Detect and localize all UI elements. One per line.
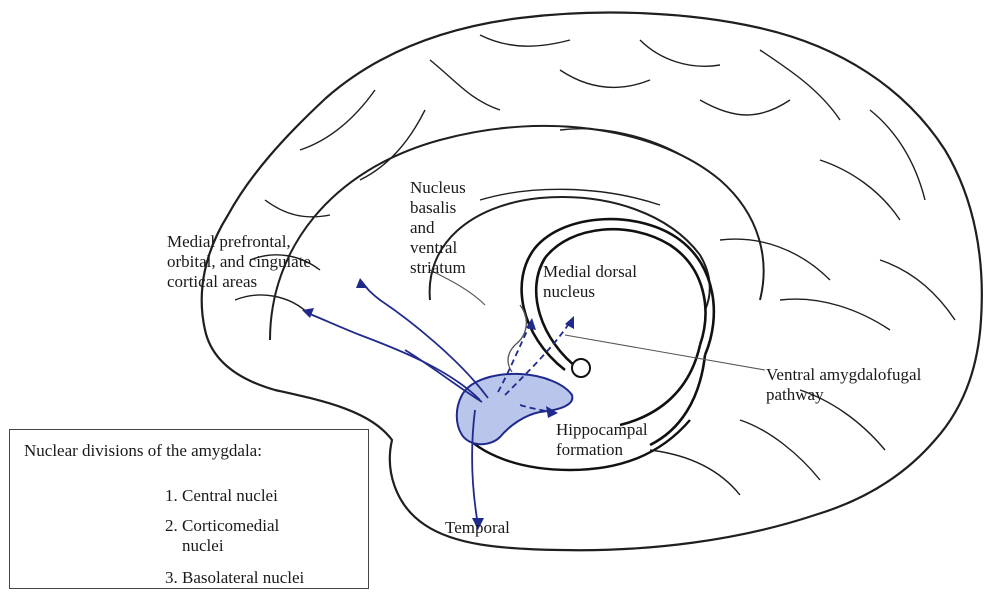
legend-box: Nuclear divisions of the amygdala: 1. Ce… <box>9 429 369 589</box>
legend-title: Nuclear divisions of the amygdala: <box>24 441 262 461</box>
label-prefrontal: Medial prefrontal, orbital, and cingulat… <box>167 232 311 292</box>
label-ventral-pathway: Ventral amygdalofugal pathway <box>766 365 921 405</box>
legend-item-central: 1. Central nuclei <box>165 486 278 506</box>
label-hippocampal: Hippocampal formation <box>556 420 648 460</box>
label-temporal: Temporal <box>445 518 510 538</box>
legend-item-corticomedial: 2. Corticomedial nuclei <box>165 516 279 556</box>
nucleus-basalis-structure <box>508 305 526 372</box>
label-medial-dorsal: Medial dorsal nucleus <box>543 262 637 302</box>
label-nucleus-basalis: Nucleus basalis and ventral striatum <box>410 178 466 278</box>
callosum-arcs <box>270 126 764 340</box>
legend-item-basolateral: 3. Basolateral nuclei <box>165 568 304 588</box>
